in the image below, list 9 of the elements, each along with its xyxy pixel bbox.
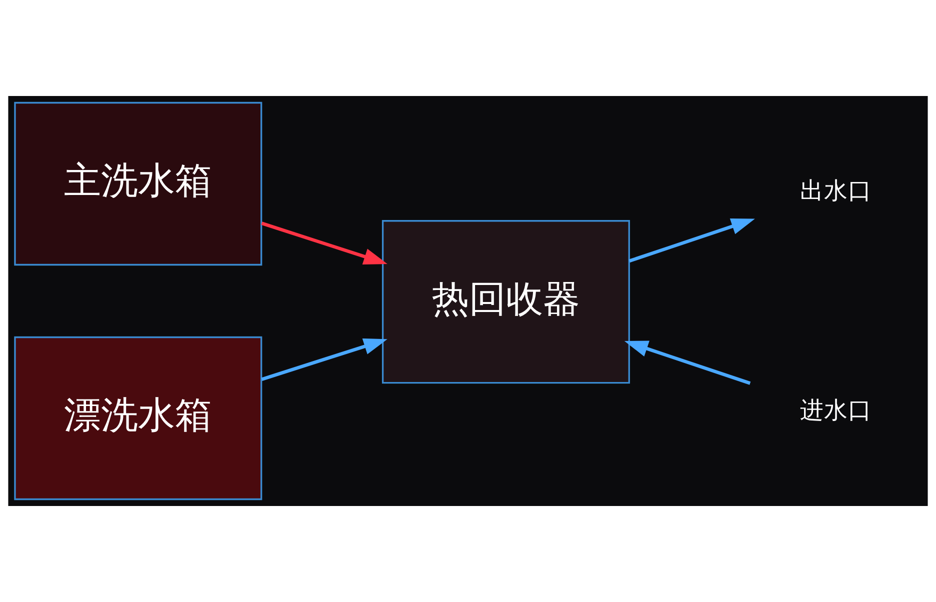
node-box: 热回收器 <box>382 220 630 384</box>
arrow <box>628 218 755 263</box>
node-box: 主洗水箱 <box>14 102 262 266</box>
node-text: 出水口 <box>800 176 872 204</box>
arrow <box>261 222 388 265</box>
arrow <box>261 338 388 381</box>
node-box: 漂洗水箱 <box>14 336 262 500</box>
arrow <box>624 340 751 385</box>
node-text: 进水口 <box>800 396 872 424</box>
